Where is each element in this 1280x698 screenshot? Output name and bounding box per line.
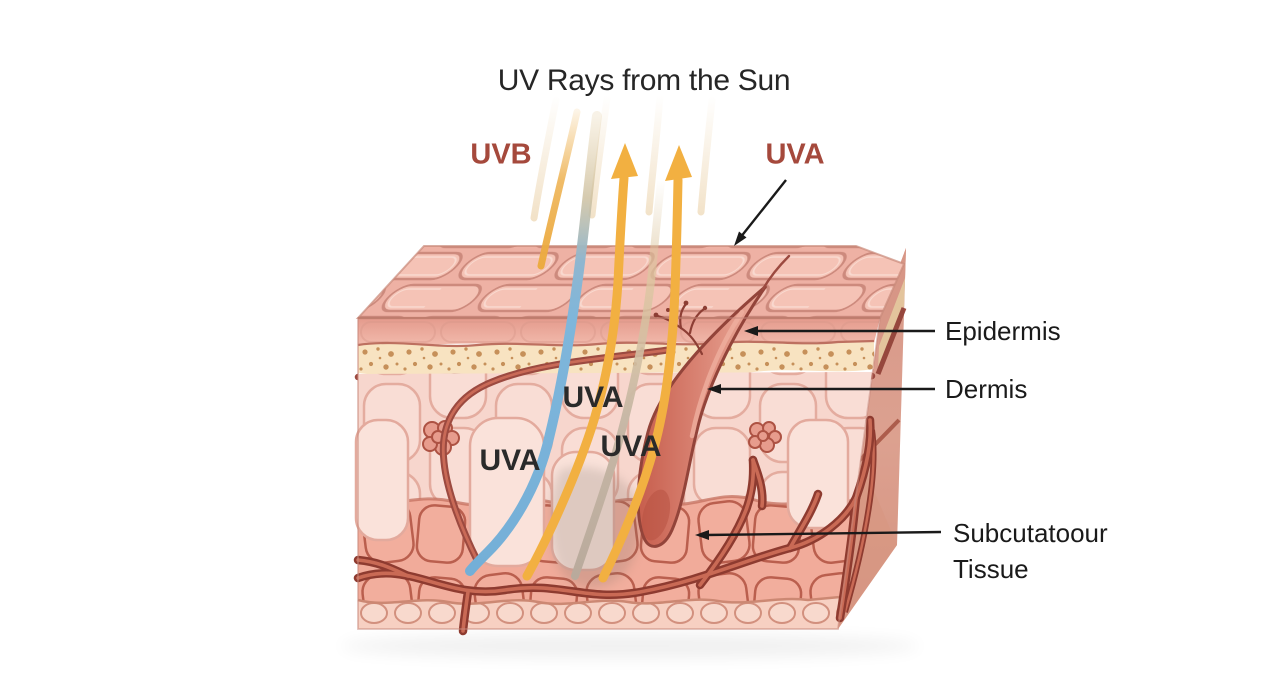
diagram-title: UV Rays from the Sun xyxy=(497,64,791,97)
label-subcutaneous-tissue: Subcutatoour Tissue xyxy=(953,515,1108,587)
uva-ray-reflected-2 xyxy=(598,145,692,583)
uvb-ray xyxy=(537,108,581,270)
label-uva: UVA xyxy=(765,138,825,171)
label-uva-inner-upper: UVA xyxy=(562,381,624,414)
dermal-vessel xyxy=(439,346,672,566)
arrow-up-icon xyxy=(611,143,638,179)
block-shadow xyxy=(340,634,920,658)
front-face-outline xyxy=(357,317,882,630)
arrow-left-icon xyxy=(695,530,709,540)
label-epidermis: Epidermis xyxy=(945,316,1061,346)
arrow-left-icon xyxy=(707,384,721,394)
label-uvb: UVB xyxy=(470,138,532,171)
skin-top-face xyxy=(355,245,906,319)
label-uva-inner-lower: UVA xyxy=(479,444,541,477)
uva-ray-reflected-1 xyxy=(522,143,638,581)
arrow-down-left-icon xyxy=(734,231,747,246)
arrow-up-icon xyxy=(665,145,692,181)
uv-rays xyxy=(465,92,716,583)
faded-sun-rays xyxy=(530,92,716,222)
arrow-left-icon xyxy=(744,326,758,336)
label-subcutaneous-line2: Tissue xyxy=(953,554,1029,584)
pointer-arrows xyxy=(695,179,942,540)
epidermis-pointer-arrow xyxy=(744,326,935,336)
uva-ray-blue xyxy=(465,111,602,576)
uva-pointer-arrow xyxy=(734,179,787,246)
sweat-gland-right xyxy=(748,421,782,453)
subcutaneous-pointer-arrow xyxy=(695,530,942,540)
label-uva-inner-middle: UVA xyxy=(600,430,662,463)
label-subcutaneous-line1: Subcutatoour xyxy=(953,518,1108,548)
dermis-pointer-arrow xyxy=(707,384,935,394)
uva-ray-gray xyxy=(571,178,665,580)
label-dermis: Dermis xyxy=(945,374,1028,404)
fat-band xyxy=(357,595,841,629)
